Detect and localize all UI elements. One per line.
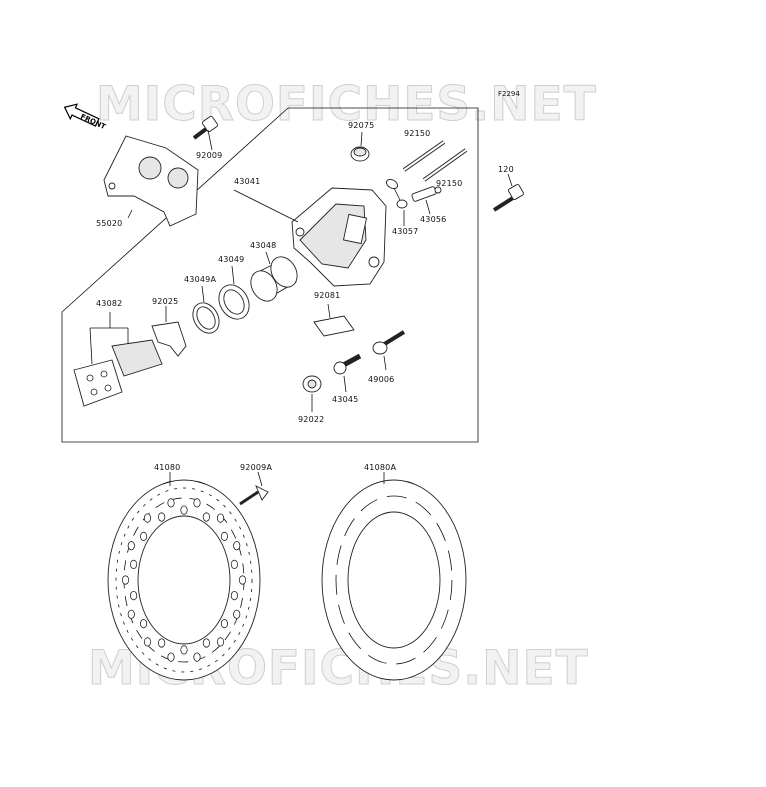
- disc-hole: [180, 645, 188, 655]
- bolt-92009: [192, 115, 219, 140]
- cap-92075: [350, 146, 370, 162]
- brake-disc-41080A: [321, 479, 467, 681]
- disc-hole: [180, 505, 188, 515]
- disc-hole: [127, 609, 135, 619]
- label-43045: 43045: [332, 395, 358, 404]
- boot-92022: [302, 375, 322, 393]
- caliper-body-43041: [291, 187, 387, 287]
- disc-hole: [202, 638, 210, 648]
- disc-hole: [230, 559, 238, 570]
- disc-hole: [220, 531, 228, 542]
- disc-hole: [202, 512, 210, 522]
- bolt-120: [492, 184, 524, 212]
- disc-hole: [238, 575, 247, 585]
- bushing-49006: [372, 330, 406, 355]
- label-41080: 41080: [154, 463, 180, 472]
- label-43049A: 43049A: [184, 275, 216, 284]
- bracket-55020: [103, 135, 199, 227]
- screw-92009A: [239, 485, 269, 506]
- spring-92025: [151, 321, 187, 357]
- label-43056: 43056: [420, 215, 446, 224]
- label-43049: 43049: [218, 255, 244, 264]
- link-43057: [385, 178, 408, 209]
- disc-hole: [158, 638, 166, 648]
- label-120: 120: [498, 165, 514, 174]
- pin-43045: [333, 353, 362, 375]
- pin-92150-b: [422, 148, 468, 182]
- label-92009A: 92009A: [240, 463, 272, 472]
- front-arrow-icon: [63, 103, 100, 127]
- disc-hole: [193, 652, 201, 662]
- label-92150-b: 92150: [436, 179, 462, 188]
- label-43048: 43048: [250, 241, 276, 250]
- label-43057: 43057: [392, 227, 418, 236]
- disc-hole: [127, 541, 135, 551]
- label-92009: 92009: [196, 151, 222, 160]
- label-92150-a: 92150: [404, 129, 430, 138]
- disc-hole: [167, 652, 175, 662]
- disc-hole: [130, 590, 138, 601]
- brake-pads-43082: [73, 339, 163, 407]
- disc-hole: [143, 637, 152, 647]
- label-55020: 55020: [96, 219, 122, 228]
- label-41080A: 41080A: [364, 463, 396, 472]
- label-92081: 92081: [314, 291, 340, 300]
- disc-hole: [233, 609, 241, 619]
- pin-92150-a: [402, 140, 446, 172]
- disc-hole: [140, 618, 148, 629]
- piston-43048: [250, 256, 298, 302]
- label-49006: 49006: [368, 375, 394, 384]
- disc-hole: [233, 541, 241, 551]
- label-92022: 92022: [298, 415, 324, 424]
- figure-code: F2294: [498, 90, 520, 98]
- watermark-top: MICROFICHES.NET: [96, 77, 597, 132]
- label-92075: 92075: [348, 121, 374, 130]
- label-43082: 43082: [96, 299, 122, 308]
- disc-hole: [193, 498, 201, 508]
- disc-hole: [130, 559, 138, 570]
- disc-hole: [143, 513, 152, 523]
- brake-disc-41080: [107, 479, 261, 681]
- label-43041: 43041: [234, 177, 260, 186]
- retainer-92081: [313, 315, 355, 337]
- disc-hole: [220, 618, 228, 629]
- disc-hole: [216, 513, 225, 523]
- disc-hole: [167, 498, 175, 508]
- label-92025: 92025: [152, 297, 178, 306]
- assembly-frame: [61, 107, 479, 443]
- disc-hole: [158, 512, 166, 522]
- disc-hole: [140, 531, 148, 542]
- bleeder-43056: [411, 186, 442, 202]
- disc-hole: [121, 575, 130, 585]
- disc-hole: [230, 590, 238, 601]
- disc-hole: [216, 637, 225, 647]
